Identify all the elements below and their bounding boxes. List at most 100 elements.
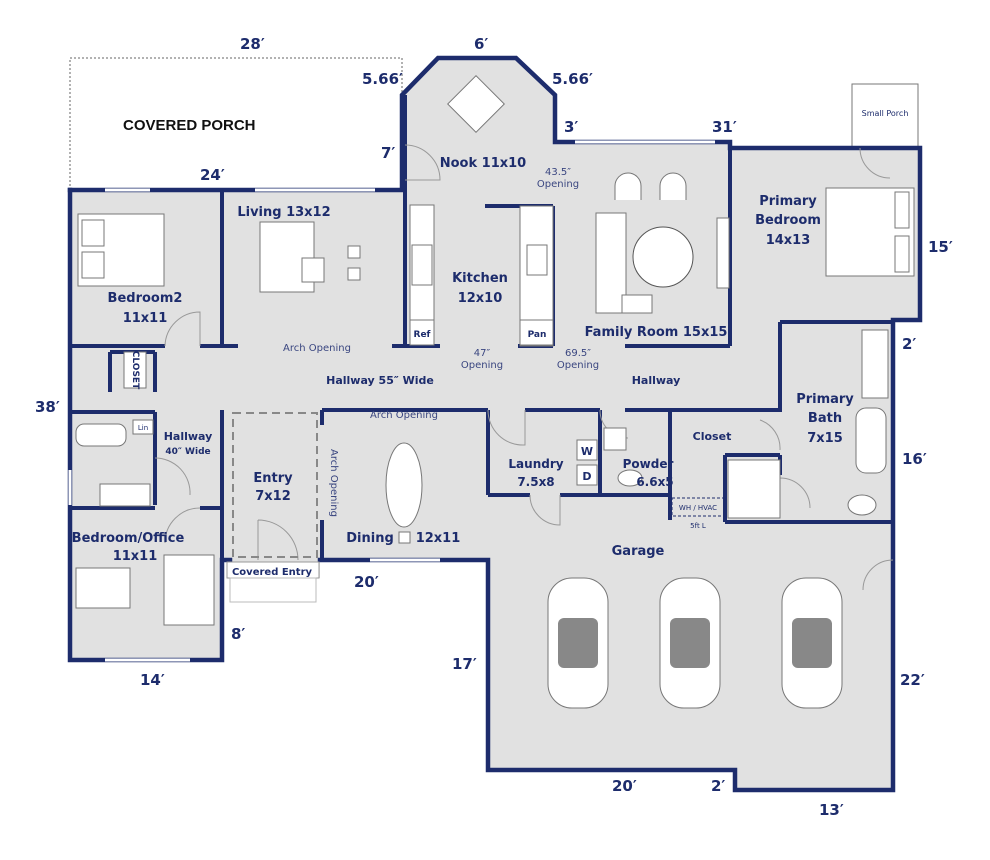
dimension-label: 31′ bbox=[712, 118, 737, 136]
dimension-label: 28′ bbox=[240, 35, 265, 53]
fireplace-icon bbox=[716, 217, 730, 289]
opening-note: Opening bbox=[557, 360, 599, 371]
opening-note: Opening bbox=[537, 179, 579, 190]
car-icon bbox=[659, 577, 721, 709]
car-icon bbox=[781, 577, 843, 709]
covered-entry-step bbox=[229, 577, 317, 603]
chair-icon bbox=[398, 531, 411, 544]
opening-note: 47″ bbox=[474, 348, 491, 359]
sink-icon bbox=[603, 427, 627, 451]
office-desk-icon bbox=[75, 567, 131, 609]
dimension-label: 22′ bbox=[900, 671, 925, 689]
room-label-family: Family Room 15x15 bbox=[585, 325, 728, 340]
bathtub-icon bbox=[855, 407, 887, 474]
room-label-laundry: Laundry bbox=[508, 457, 563, 471]
room-label-entry-size: 7x12 bbox=[255, 489, 291, 504]
room-label-bedroom2-size: 11x11 bbox=[123, 311, 168, 326]
washer-label: W bbox=[581, 445, 593, 458]
room-label-garage: Garage bbox=[612, 544, 665, 559]
furniture bbox=[75, 75, 915, 709]
armchair-icon bbox=[614, 172, 687, 200]
dimension-label: 38′ bbox=[35, 398, 60, 416]
dimension-label: 13′ bbox=[819, 801, 844, 819]
opening-note: Opening bbox=[461, 360, 503, 371]
windows bbox=[68, 140, 715, 662]
sofa-icon bbox=[259, 221, 315, 293]
covered-porch bbox=[69, 57, 403, 191]
room-label-dining-size: 12x11 bbox=[416, 531, 461, 546]
vanity-icon bbox=[861, 329, 889, 399]
room-label-office: Bedroom/Office bbox=[72, 531, 185, 546]
room-label-hallway-right: Hallway bbox=[632, 374, 681, 387]
room-label-primary-bed-size: 14x13 bbox=[766, 233, 811, 248]
dimension-label: 6′ bbox=[474, 35, 488, 53]
dimension-label: 17′ bbox=[452, 655, 477, 673]
shower-icon bbox=[727, 459, 781, 519]
dimension-label: 20′ bbox=[354, 573, 379, 591]
stove-icon bbox=[411, 244, 433, 286]
opening-note: 69.5″ bbox=[565, 348, 591, 359]
exterior-wall bbox=[67, 55, 923, 793]
dryer-icon bbox=[576, 464, 598, 486]
room-label-laundry-size: 7.5x8 bbox=[517, 475, 554, 489]
small-porch-label: Small Porch bbox=[862, 109, 909, 118]
dimension-label: 5.66′ bbox=[362, 70, 403, 88]
dining-table-icon bbox=[385, 442, 423, 528]
vanity-icon bbox=[99, 483, 151, 507]
dimension-label: 20′ bbox=[612, 777, 637, 795]
toilet-icon bbox=[847, 494, 877, 516]
dimension-label: 2′ bbox=[711, 777, 725, 795]
room-label-primary-bed-2: Bedroom bbox=[755, 213, 821, 228]
room-label-hallway-left: Hallway bbox=[164, 430, 213, 443]
arch-opening-entry: Arch Opening bbox=[328, 449, 339, 517]
nook-table-icon bbox=[447, 75, 505, 133]
wh-hvac-label: WH / HVAC bbox=[679, 504, 717, 512]
pantry-label: Pan bbox=[528, 330, 547, 340]
sectional-sofa-icon bbox=[595, 212, 627, 314]
dimension-label: 8′ bbox=[231, 625, 245, 643]
room-label-living: Living 13x12 bbox=[237, 205, 330, 220]
room-label-powder: Powder bbox=[623, 457, 674, 471]
room-label-covered-entry: Covered Entry bbox=[232, 567, 313, 578]
covered-porch-label: COVERED PORCH bbox=[123, 117, 256, 134]
opening-note: 43.5″ bbox=[545, 167, 571, 178]
room-label-kitchen-size: 12x10 bbox=[458, 291, 503, 306]
closet-label: CLOSET bbox=[130, 351, 140, 390]
dimension-label: 2′ bbox=[902, 335, 916, 353]
bathtub-icon bbox=[75, 423, 127, 447]
dimension-label: 14′ bbox=[140, 671, 165, 689]
room-label-primary-bed: Primary bbox=[759, 194, 817, 209]
room-label-kitchen: Kitchen bbox=[452, 271, 508, 286]
dryer-label: D bbox=[582, 470, 591, 483]
room-label-primary-bath: Primary bbox=[796, 392, 854, 407]
dimension-label: 5.66′ bbox=[552, 70, 593, 88]
room-label-closet: Closet bbox=[693, 430, 732, 443]
dimension-label: 3′ bbox=[564, 118, 578, 136]
room-label-nook: Nook 11x10 bbox=[440, 156, 526, 171]
dimension-label: 7′ bbox=[381, 144, 395, 162]
wh-hvac-size: 5ft L bbox=[690, 522, 706, 530]
doors bbox=[154, 144, 894, 591]
ref-label: Ref bbox=[414, 330, 431, 340]
washer-icon bbox=[576, 439, 598, 461]
arch-opening-dining: Arch Opening bbox=[370, 410, 438, 421]
dimension-label: 15′ bbox=[928, 238, 953, 256]
room-label-hallway-main: Hallway 55″ Wide bbox=[326, 374, 434, 387]
room-label-entry: Entry bbox=[253, 471, 293, 486]
entry-area-outline bbox=[232, 412, 318, 558]
small-porch bbox=[851, 83, 919, 149]
dimension-label: 24′ bbox=[200, 166, 225, 184]
room-label-dining: Dining bbox=[346, 531, 394, 546]
room-label-office-size: 11x11 bbox=[113, 549, 158, 564]
room-label-primary-bath-size: 7x15 bbox=[807, 431, 843, 446]
car-icon bbox=[547, 577, 609, 709]
toilet-icon bbox=[617, 469, 643, 487]
room-label-powder-size: 6.6x5 bbox=[636, 475, 673, 489]
arch-opening-living: Arch Opening bbox=[283, 343, 351, 354]
rug-icon bbox=[632, 226, 694, 288]
dimension-label: 16′ bbox=[902, 450, 927, 468]
desk-icon bbox=[163, 554, 215, 626]
room-label-bedroom2: Bedroom2 bbox=[108, 291, 183, 306]
room-label-primary-bath-2: Bath bbox=[808, 411, 842, 426]
